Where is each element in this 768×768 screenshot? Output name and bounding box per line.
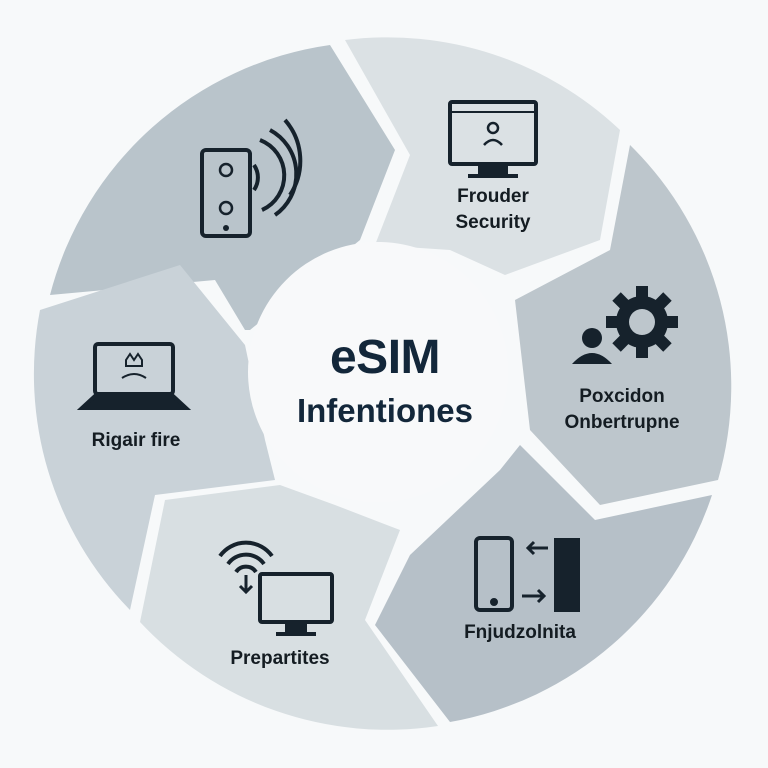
label-line: Security — [455, 212, 531, 233]
segment-bottom-left — [140, 485, 438, 730]
phone-signal-gears-icon — [200, 118, 303, 238]
label-left: Rigair fire — [66, 428, 206, 454]
label-bottom-left: Prepartites — [200, 646, 360, 672]
user-gear-icon — [572, 286, 678, 364]
wifi-download-monitor-icon — [218, 540, 334, 636]
label-line: Fnjudzolnita — [464, 622, 576, 643]
center-circle — [248, 242, 508, 502]
label-bottom-right: Fnjudzolnita — [440, 620, 600, 646]
label-line: Rigair fire — [91, 430, 181, 451]
label-right: Poxcidon Onbertrupne — [540, 384, 704, 436]
segment-top-right — [345, 37, 620, 275]
center-title: eSIM — [329, 331, 441, 384]
center-subtitle: Infentiones — [296, 392, 473, 429]
label-top-right: Frouder Security — [420, 184, 566, 236]
segment-top-left — [50, 45, 395, 330]
label-line: Poxcidon — [579, 386, 665, 407]
monitor-security-icon — [448, 100, 538, 178]
label-line: Frouder — [457, 186, 529, 207]
label-line: Prepartites — [230, 648, 330, 669]
segment-bottom-right — [375, 445, 712, 722]
label-line: Onbertrupne — [564, 412, 680, 433]
laptop-crown-icon — [76, 342, 192, 410]
phone-transfer-device-icon — [474, 536, 580, 612]
